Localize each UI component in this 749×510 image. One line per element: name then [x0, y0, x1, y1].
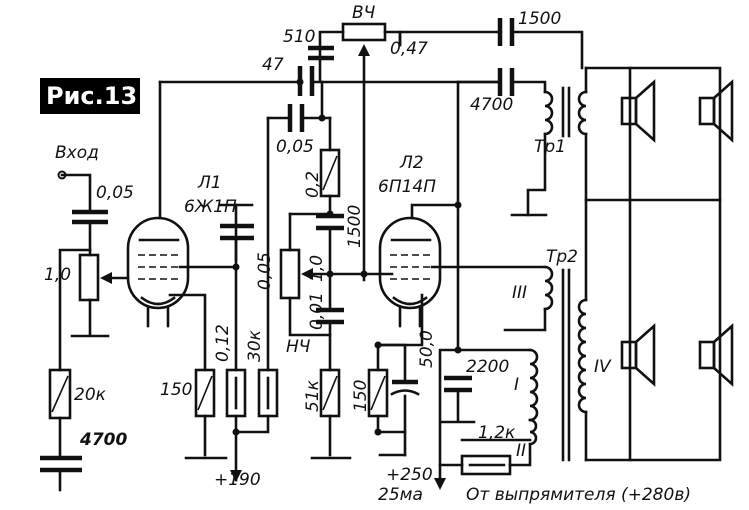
speaker-bottom-left — [620, 323, 656, 387]
v250-label: +250 — [386, 465, 433, 485]
tube-1-network — [168, 116, 279, 482]
winding-III: III — [512, 283, 527, 303]
winding-I: I — [514, 375, 519, 395]
r-anode1-value: 30к — [245, 329, 265, 362]
tube2-ref: Л2 — [399, 153, 424, 173]
transformer-2 — [503, 198, 588, 462]
figure-label: Рис.13 — [46, 82, 137, 110]
supply-network — [434, 203, 532, 490]
tube1-ref: Л1 — [197, 173, 222, 193]
r51k-value: 51к — [303, 379, 323, 412]
rectifier-label: От выпрямителя (+280в) — [466, 485, 691, 505]
c47-value: 47 — [262, 55, 284, 75]
pot-nch — [279, 248, 301, 300]
winding-IV: IV — [594, 357, 612, 377]
c2200-value: 2200 — [466, 357, 509, 377]
tr1-label: Тр1 — [534, 137, 566, 157]
r-grid-value: 20к — [74, 385, 107, 405]
c-in-value: 0,05 — [96, 183, 134, 203]
input-stage — [40, 170, 130, 492]
nch-label: НЧ — [286, 337, 311, 357]
figure-badge: Рис.13 — [40, 78, 140, 114]
speaker-bottom-right — [698, 323, 734, 387]
current-label: 25ма — [378, 485, 423, 505]
v190-label: +190 — [214, 470, 261, 490]
vch-label: ВЧ — [352, 3, 376, 23]
input-pot — [78, 253, 100, 302]
c1500a-value: 1500 — [345, 205, 365, 248]
c001-value: 0,01 — [307, 292, 327, 330]
c-grid-value: 4700 — [79, 430, 127, 450]
tone-network — [158, 22, 502, 460]
tube-2 — [378, 80, 547, 328]
pot-nch-value: 1,0 — [307, 255, 327, 282]
tube-2-network — [367, 293, 424, 457]
winding-II: II — [516, 441, 526, 461]
c-screen1-value: 0,05 — [255, 252, 275, 290]
c510-value: 510 — [283, 27, 315, 47]
speaker-top-left — [620, 79, 656, 143]
speaker-top-right — [698, 79, 734, 143]
tr2-label: Тр2 — [546, 247, 578, 267]
pot-in-value: 1,0 — [44, 265, 71, 285]
transformer-1 — [398, 18, 588, 217]
r02-value: 0,2 — [303, 171, 323, 198]
pot-vch-value: 0,47 — [390, 39, 428, 59]
speaker-bus — [584, 66, 722, 462]
c1500b-value: 1500 — [518, 9, 561, 29]
c005b-value: 0,05 — [276, 137, 314, 157]
r-screen1-value: 0,12 — [213, 324, 233, 362]
r-cath1-value: 150 — [160, 380, 192, 400]
tube1-type: 6Ж1П — [184, 197, 237, 217]
tube2-type: 6П14П — [378, 177, 436, 197]
input-label: Вход — [55, 143, 99, 163]
r12k-value: 1,2к — [478, 423, 516, 443]
pot-vch — [341, 22, 387, 42]
tube-1 — [126, 80, 238, 328]
c-cath2-value: 50,0 — [417, 330, 437, 368]
r-cath2-value: 150 — [351, 380, 371, 412]
c4700b-value: 4700 — [470, 95, 513, 115]
